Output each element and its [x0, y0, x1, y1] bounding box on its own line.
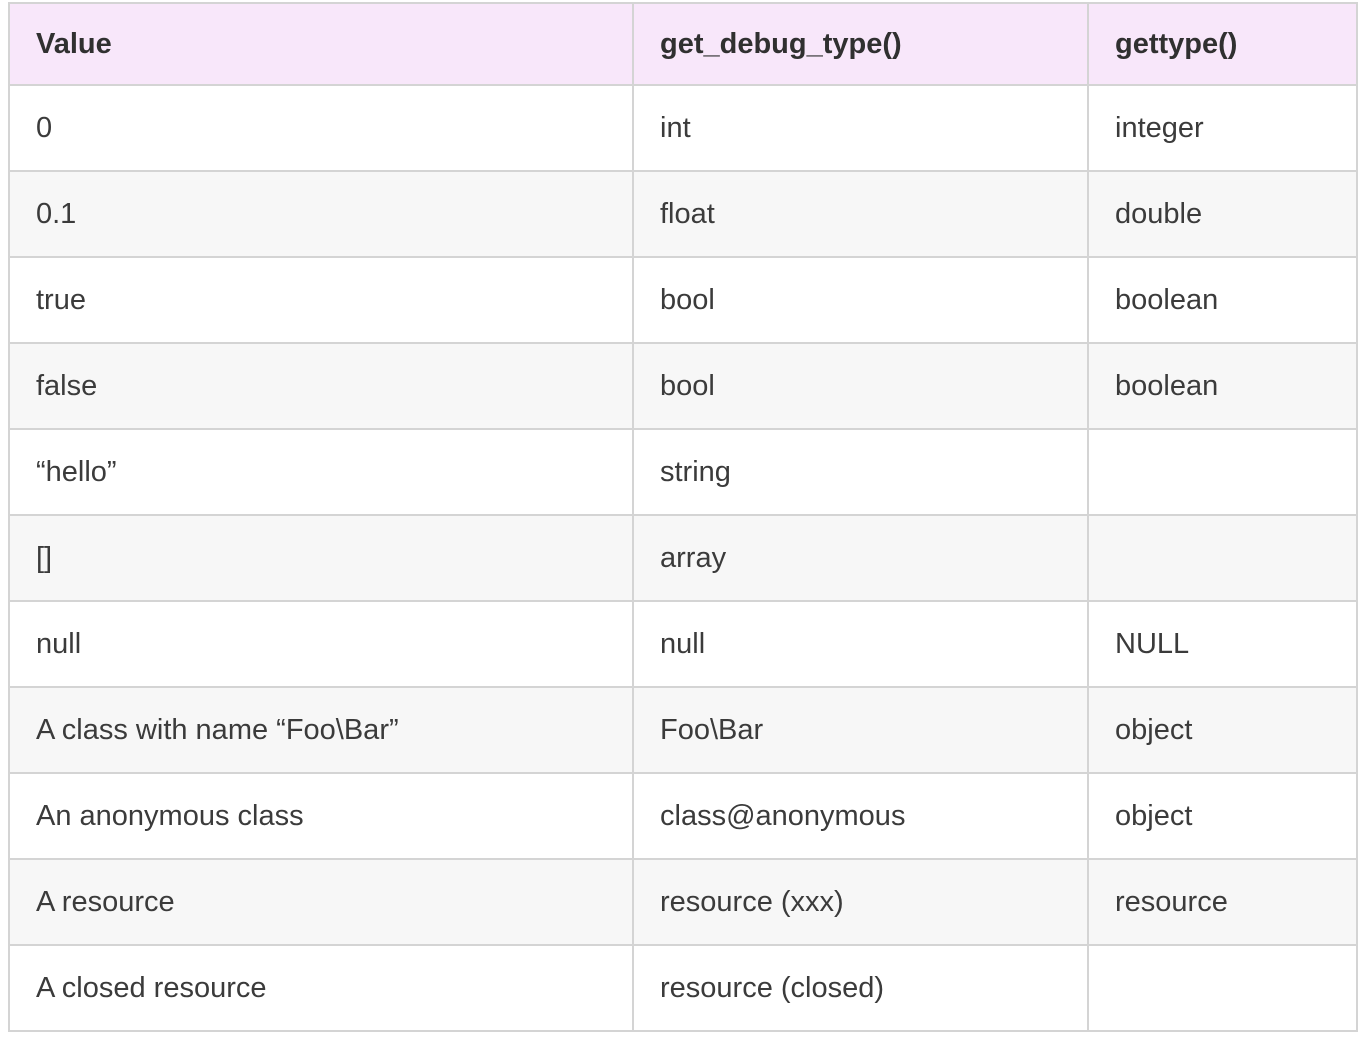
cell-get-debug-type: null [632, 600, 1089, 688]
cell-value: A class with name “Foo\Bar” [8, 686, 634, 774]
table-row: []array [8, 514, 1358, 602]
cell-value: null [8, 600, 634, 688]
cell-value: false [8, 342, 634, 430]
column-header-get-debug-type: get_debug_type() [632, 2, 1089, 86]
cell-get-debug-type: resource (closed) [632, 944, 1089, 1032]
cell-gettype: object [1087, 772, 1358, 860]
column-header-gettype: gettype() [1087, 2, 1358, 86]
cell-get-debug-type: Foo\Bar [632, 686, 1089, 774]
cell-gettype: boolean [1087, 256, 1358, 344]
cell-get-debug-type: array [632, 514, 1089, 602]
cell-get-debug-type: int [632, 84, 1089, 172]
column-header-value: Value [8, 2, 634, 86]
table-row: “hello”string [8, 428, 1358, 516]
cell-gettype [1087, 514, 1358, 602]
table-header: Value get_debug_type() gettype() [8, 2, 1358, 86]
cell-value: true [8, 256, 634, 344]
cell-get-debug-type: string [632, 428, 1089, 516]
cell-gettype [1087, 428, 1358, 516]
cell-gettype: integer [1087, 84, 1358, 172]
cell-gettype: object [1087, 686, 1358, 774]
cell-value: An anonymous class [8, 772, 634, 860]
cell-get-debug-type: bool [632, 342, 1089, 430]
cell-value: A closed resource [8, 944, 634, 1032]
cell-value: [] [8, 514, 634, 602]
cell-get-debug-type: float [632, 170, 1089, 258]
cell-value: A resource [8, 858, 634, 946]
cell-gettype: double [1087, 170, 1358, 258]
cell-value: 0 [8, 84, 634, 172]
cell-gettype: NULL [1087, 600, 1358, 688]
cell-gettype: boolean [1087, 342, 1358, 430]
header-row: Value get_debug_type() gettype() [8, 2, 1358, 86]
cell-value: 0.1 [8, 170, 634, 258]
cell-value: “hello” [8, 428, 634, 516]
cell-get-debug-type: class@anonymous [632, 772, 1089, 860]
cell-gettype [1087, 944, 1358, 1032]
cell-get-debug-type: bool [632, 256, 1089, 344]
cell-gettype: resource [1087, 858, 1358, 946]
cell-get-debug-type: resource (xxx) [632, 858, 1089, 946]
